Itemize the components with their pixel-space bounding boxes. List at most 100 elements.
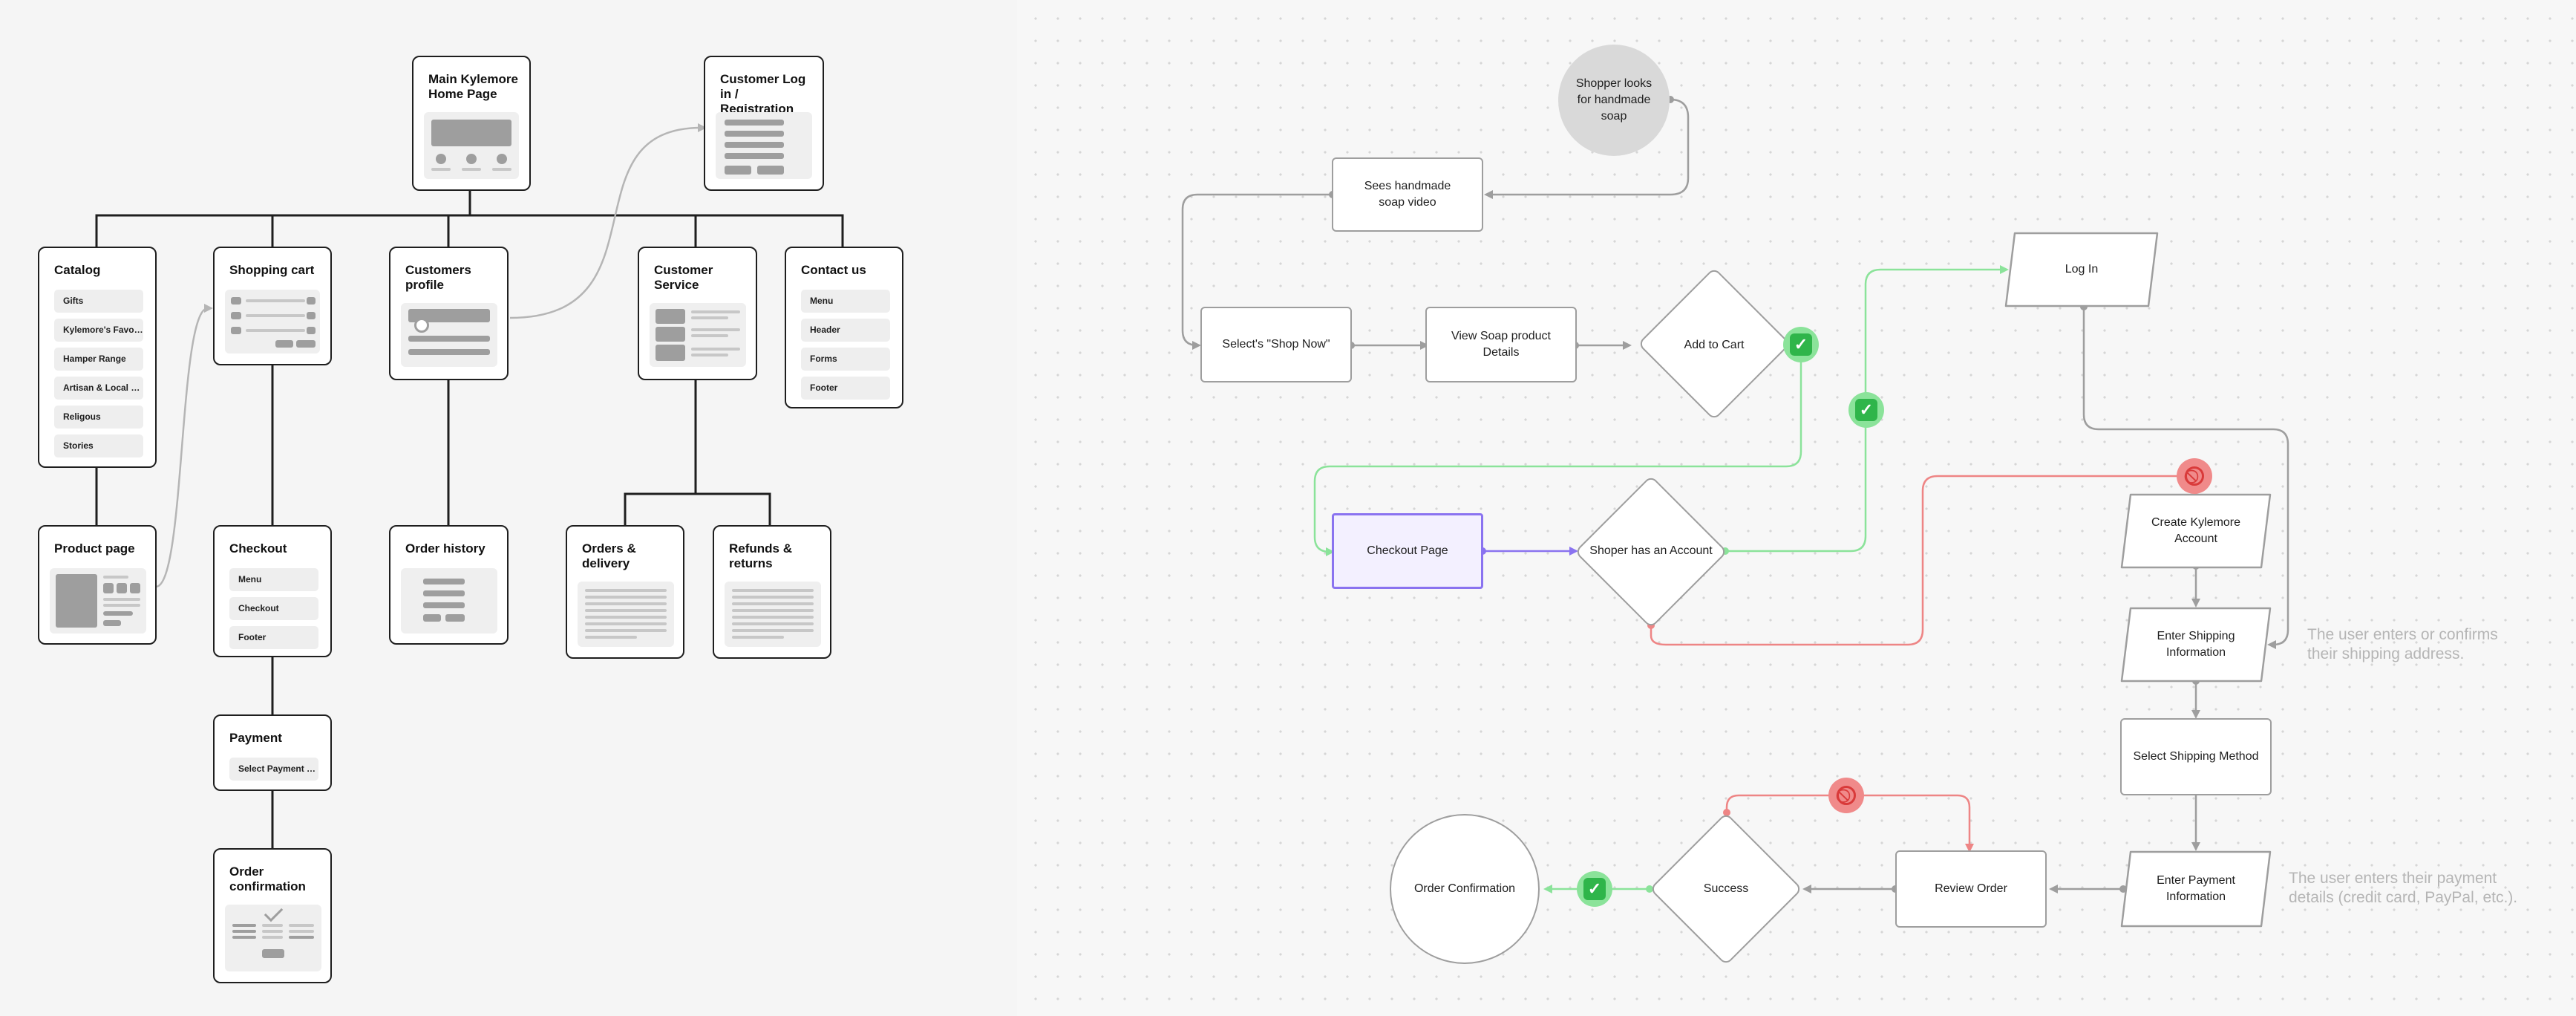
cart-button (296, 340, 316, 348)
service-text (691, 334, 728, 337)
checkout-item[interactable]: Menu (229, 568, 318, 591)
text-line (585, 609, 667, 612)
home-page-wireframe (424, 112, 519, 179)
catalog-item[interactable]: Religous (54, 406, 143, 429)
delivery-wireframe (578, 582, 674, 647)
text-line (732, 609, 814, 612)
confirm-line (289, 930, 314, 933)
cart-row-line (246, 299, 305, 302)
contact-item[interactable]: Header (801, 319, 890, 342)
order-confirmation-card[interactable]: Order confirmation (213, 848, 332, 983)
history-row (423, 602, 465, 608)
order-confirmation-node[interactable]: Order Confirmation (1390, 814, 1540, 964)
create-account-node[interactable]: Create Kylemore Account (2120, 493, 2272, 569)
cart-row-line (246, 329, 305, 332)
user-flow-pane (1017, 0, 2576, 1016)
service-block (656, 309, 685, 324)
payment-note: The user enters their payment details (c… (2289, 870, 2518, 906)
home-page-card[interactable]: Main Kylemore Home Page (412, 56, 531, 191)
payment-item[interactable]: Select Payment T... (229, 758, 318, 781)
catalog-card[interactable]: Catalog Gifts Kylemore's Favori... Hampe… (38, 247, 157, 468)
enter-payment-node[interactable]: Enter Payment Information (2120, 850, 2272, 928)
card-title: Refunds & returns (729, 541, 792, 570)
catalog-item[interactable]: Artisan & Local Cr... (54, 377, 143, 400)
review-order-node[interactable]: Review Order (1895, 850, 2047, 928)
log-in-node[interactable]: Log In (2004, 232, 2159, 307)
confirm-line (232, 930, 256, 933)
confirm-line (289, 924, 314, 927)
confirm-line (289, 936, 314, 939)
select-shipping-method-node[interactable]: Select Shipping Method (2120, 718, 2272, 795)
checkout-card[interactable]: Checkout Menu Checkout Footer (213, 525, 332, 657)
checkout-item[interactable]: Checkout (229, 597, 318, 620)
product-page-card[interactable]: Product page (38, 525, 157, 645)
service-text (691, 348, 740, 351)
customer-service-card[interactable]: Customer Service (638, 247, 757, 380)
refunds-returns-card[interactable]: Refunds & returns (713, 525, 831, 659)
catalog-item[interactable]: Stories (54, 434, 143, 457)
login-registration-card[interactable]: Customer Log in / Registration (704, 56, 824, 191)
confirm-line (262, 936, 283, 939)
profile-field (408, 336, 490, 342)
success-label: Success (1703, 882, 1749, 895)
add-to-cart-ok-badge: ✓ (1783, 327, 1819, 362)
failure-badge: ⃠ (1828, 778, 1864, 813)
catalog-item[interactable]: Kylemore's Favori... (54, 319, 143, 342)
product-swatch (103, 583, 114, 593)
view-details-node[interactable]: View Soap product Details (1425, 307, 1577, 382)
shopping-cart-card[interactable]: Shopping cart (213, 247, 332, 365)
contact-item[interactable]: Footer (801, 377, 890, 400)
checkout-page-node[interactable]: Checkout Page (1332, 513, 1483, 589)
text-line (585, 596, 667, 599)
text-line (732, 622, 814, 625)
catalog-item[interactable]: Gifts (54, 290, 143, 313)
has-account-label: Shoper has an Account (1589, 544, 1713, 557)
contact-item[interactable]: Menu (801, 290, 890, 313)
feature-dot (466, 154, 477, 164)
product-text (103, 576, 128, 579)
profile-banner (408, 309, 490, 322)
card-title: Customer Service (654, 263, 713, 292)
catalog-item[interactable]: Hamper Range (54, 348, 143, 371)
form-field (725, 142, 784, 148)
text-line (732, 602, 814, 605)
product-swatch (117, 583, 127, 593)
customers-profile-card[interactable]: Customers profile (389, 247, 509, 380)
cart-row-thumb (231, 297, 241, 305)
cart-price (307, 297, 316, 305)
no-account-badge: ⃠ (2177, 458, 2212, 494)
service-text (691, 328, 740, 331)
start-node[interactable]: Shopper looks for handmade soap (1558, 45, 1670, 156)
parallelogram-shape (2120, 493, 2272, 569)
create-account-label: Create Kylemore Account (2151, 516, 2241, 545)
card-title: Payment (229, 731, 282, 745)
product-dots (103, 611, 133, 616)
feature-dot (497, 154, 507, 164)
profile-to-login-curve (509, 126, 702, 319)
checkout-item[interactable]: Footer (229, 626, 318, 649)
contact-item[interactable]: Forms (801, 348, 890, 371)
refunds-wireframe (725, 582, 821, 647)
card-title: Contact us (801, 263, 866, 277)
sitemap-tree-top (95, 189, 844, 247)
order-history-card[interactable]: Order history (389, 525, 509, 645)
check-mark-icon: ✓ (1583, 878, 1606, 900)
shop-now-node[interactable]: Select's "Shop Now" (1200, 307, 1352, 382)
card-title: Customer Log in / Registration (720, 72, 806, 116)
contact-list: Menu Header Forms Footer (801, 290, 890, 406)
contact-us-card[interactable]: Contact us Menu Header Forms Footer (785, 247, 903, 408)
enter-shipping-node[interactable]: Enter Shipping Information (2120, 607, 2272, 683)
arrowhead (204, 304, 213, 313)
text-line (585, 629, 667, 632)
card-title: Order history (405, 541, 486, 556)
confirm-line (232, 924, 256, 927)
card-title: Catalog (54, 263, 101, 277)
service-text (691, 310, 740, 313)
profile-wireframe (401, 303, 497, 367)
payment-card[interactable]: Payment Select Payment T... (213, 714, 332, 791)
hero-block (431, 120, 511, 146)
orders-delivery-card[interactable]: Orders & delivery (566, 525, 684, 659)
sees-video-node[interactable]: Sees handmade soap video (1332, 157, 1483, 232)
caption-line (492, 168, 511, 171)
confirm-button (262, 949, 284, 958)
